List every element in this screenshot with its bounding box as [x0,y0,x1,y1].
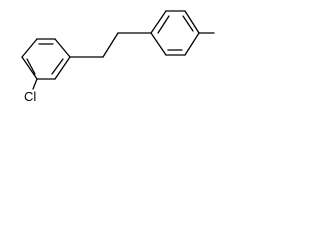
ring-a-double-3 [26,58,36,75]
ethylene-bridge [69,32,152,58]
chlorine-label: Cl [24,89,36,104]
chlorophenyl-ring [21,38,71,80]
bridge-bond-2 [102,32,119,58]
structure-canvas: Cl [21,10,215,104]
chloro-bond [32,78,38,90]
ring-a-bond-2 [54,38,71,58]
ring-b-bond-1 [150,10,167,34]
ring-b-bond-4 [184,32,200,56]
ring-b-bond-6 [150,32,167,56]
tolyl-ring [150,10,200,56]
ring-a-bond-5 [21,56,38,80]
ring-a-bond-6 [21,38,38,58]
ring-a-double-2 [51,58,64,75]
ring-a-bond-3 [54,56,71,80]
ring-b-bond-3 [184,10,200,34]
ring-b-double-2 [182,15,194,32]
ring-b-double-1 [157,15,170,34]
